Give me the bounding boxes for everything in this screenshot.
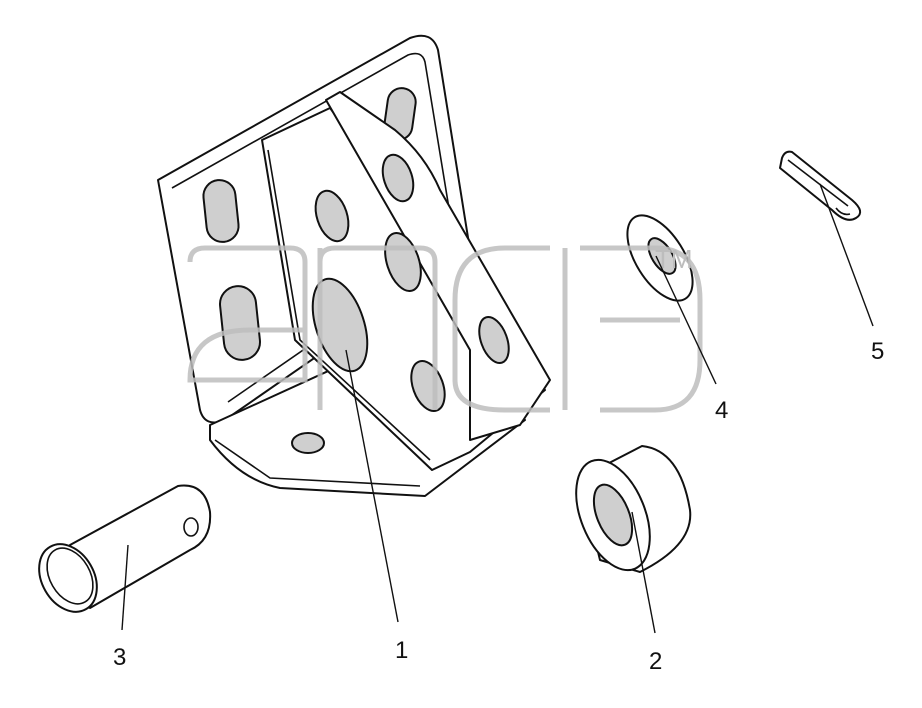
callout-label-5: 5 <box>871 338 884 365</box>
bracket-part-1 <box>157 34 551 497</box>
callout-label-4: 4 <box>715 397 728 424</box>
callout-label-1: 1 <box>395 637 408 664</box>
leader-lines <box>121 183 874 634</box>
watermark: TM <box>187 244 703 413</box>
watermark-tm: TM <box>655 244 693 274</box>
callout-label-3: 3 <box>113 644 126 671</box>
callout-label-2: 2 <box>649 648 662 675</box>
pin-part-3 <box>38 484 212 613</box>
bushing-part-2 <box>575 445 692 573</box>
